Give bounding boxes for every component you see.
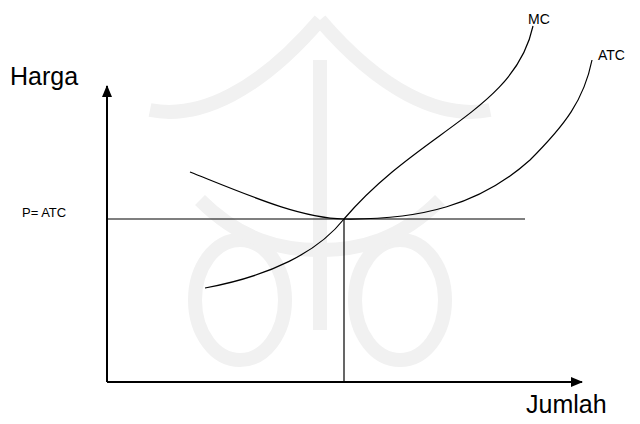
price-line [107,218,525,219]
curve-label: MC [528,12,550,26]
quantity-line [343,219,344,382]
watermark [150,20,490,360]
price-label: P= ATC [22,206,66,219]
curve-label: ATC [598,48,625,62]
atc-curve [190,60,592,219]
axis-title: Jumlah [526,392,607,417]
axis-title: Harga [10,64,78,89]
y-axis [106,86,108,382]
mc-curve [205,26,533,288]
